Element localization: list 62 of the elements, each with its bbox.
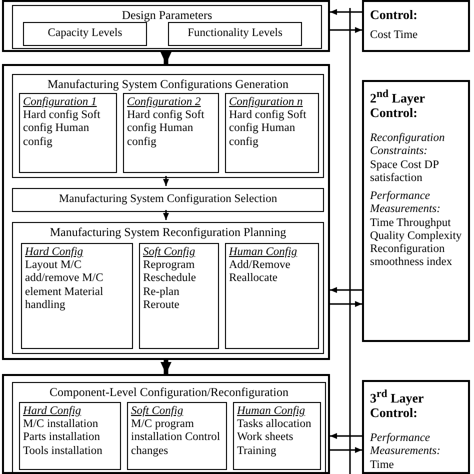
control-heading: 2$^{nd}$ Layer Control: xyxy=(369,87,426,122)
config-heading: Soft Config xyxy=(130,405,184,418)
control-panel xyxy=(362,80,470,342)
config-box xyxy=(19,402,121,470)
config-heading: Human Config xyxy=(236,405,306,418)
item-list: Cost Time xyxy=(364,28,468,42)
item-list: Hard config Soft config Human config xyxy=(124,109,218,149)
item-list: Reprogram Reschedule Re-plan Reroute xyxy=(140,259,218,312)
item-list: M/C program installation Control changes xyxy=(128,418,226,458)
box-title: Component-Level Configuration/Reconfiguration xyxy=(48,386,290,400)
config-heading: Configuration n xyxy=(228,96,304,110)
thick-arrow xyxy=(160,52,172,64)
config-box xyxy=(139,243,219,349)
arrow xyxy=(163,176,169,186)
group-box xyxy=(12,5,322,49)
control-heading: 3$^{rd}$ Layer Control: xyxy=(369,387,425,422)
process-box: Manufacturing System Configuration Selection xyxy=(12,188,324,212)
item-list: Layout M/C add/remove M/C element Material handling xyxy=(22,259,132,312)
box-title: Manufacturing System Configurations Generation xyxy=(46,78,290,92)
item-list: Time Throughput Quality Complexity Reconfiguration smoothness index xyxy=(364,216,468,270)
item-list: Tasks allocation Work sheets Training xyxy=(234,418,320,458)
config-heading: Hard Config xyxy=(24,246,84,260)
section-heading: Reconfiguration Constraints: xyxy=(369,131,446,159)
arrow xyxy=(330,9,362,15)
item-list: Hard config Soft config Human config xyxy=(226,109,318,149)
config-box xyxy=(225,93,319,173)
item-list: Add/Remove Reallocate xyxy=(226,259,318,286)
arrow xyxy=(330,27,362,33)
group-box xyxy=(12,222,324,354)
config-box xyxy=(21,243,133,349)
section-heading: Performance Measurements: xyxy=(369,431,442,459)
control-panel xyxy=(362,0,470,52)
section-heading: Performance Measurements: xyxy=(369,189,442,217)
config-box xyxy=(233,402,321,470)
frame-box xyxy=(2,64,330,360)
process-box: Capacity Levels xyxy=(23,22,147,46)
box-title: Design Parameters xyxy=(120,9,214,23)
config-heading: Hard Config xyxy=(22,405,82,418)
item-list: Time xyxy=(364,458,468,472)
thick-arrow xyxy=(160,360,172,374)
item-list: M/C installation Parts installation Tools installation xyxy=(20,418,120,458)
control-panel xyxy=(362,380,470,474)
group-box xyxy=(12,74,324,178)
item-list: Space Cost DP satisfaction xyxy=(364,158,468,186)
control-heading: Control: xyxy=(369,6,418,24)
config-heading: Soft Config xyxy=(142,246,196,260)
config-box xyxy=(225,243,319,349)
process-box: Functionality Levels xyxy=(168,22,302,46)
config-heading: Configuration 2 xyxy=(126,96,202,110)
arrow xyxy=(163,210,169,220)
box-title: Manufacturing System Reconfiguration Planning xyxy=(48,226,288,240)
config-box xyxy=(123,93,219,173)
arrow xyxy=(330,301,362,307)
config-box xyxy=(127,402,227,470)
item-list: Hard config Soft config Human config xyxy=(20,109,116,149)
config-box xyxy=(19,93,117,173)
config-heading: Configuration 1 xyxy=(22,96,98,110)
config-heading: Human Config xyxy=(228,246,298,260)
arrow xyxy=(330,447,362,453)
arrow xyxy=(330,433,362,439)
frame-box xyxy=(2,0,330,52)
arrow xyxy=(330,287,362,293)
